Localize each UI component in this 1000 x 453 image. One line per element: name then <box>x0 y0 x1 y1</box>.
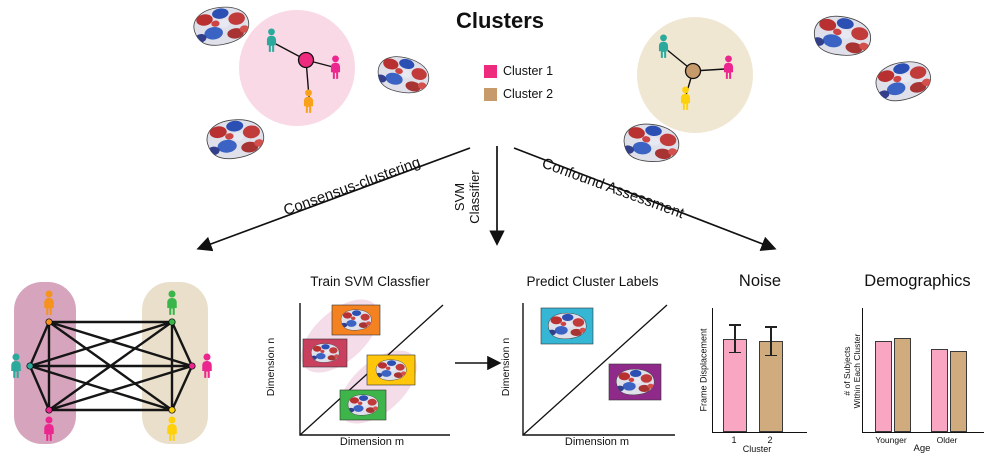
demographics-xlabel: Age <box>913 443 931 453</box>
legend-item-cluster1: Cluster 1 <box>484 64 553 78</box>
demographics-ylabel: # of Subjects Within Each Cluster <box>842 316 862 426</box>
predict-xlabel: Dimension m <box>564 436 630 448</box>
predict-title: Predict Cluster Labels <box>526 274 659 289</box>
demo-bar-younger-cluster2 <box>894 338 911 432</box>
branch-arrows <box>196 146 777 252</box>
brain-image <box>374 52 433 98</box>
train-ylabel: Dimension n <box>265 337 277 397</box>
brain-image <box>348 395 379 416</box>
brain-image <box>311 344 339 363</box>
legend-label-cluster2: Cluster 2 <box>503 87 554 101</box>
cluster2-centroid-dot <box>684 62 702 80</box>
noise-errorbar-cluster1 <box>730 324 739 353</box>
svm-label-line2: Classifier <box>467 170 482 224</box>
demographics-ylabel-line2: Within Each Cluster <box>852 333 862 409</box>
noise-bar-cluster1 <box>723 339 747 432</box>
noise-tick-1: 1 <box>731 435 737 445</box>
demo-tick-younger: Younger <box>875 435 907 445</box>
demographics-plot-area <box>862 308 984 433</box>
svm-label-line1: SVM <box>452 182 467 212</box>
noise-title: Noise <box>738 272 782 290</box>
figure-title: Clusters <box>455 8 545 33</box>
demo-bar-older-cluster2 <box>950 351 967 432</box>
predict-plot <box>522 303 675 436</box>
predict-decision-boundary <box>522 304 668 436</box>
cluster-legend: Cluster 1 Cluster 2 <box>484 64 553 110</box>
noise-xlabel: Cluster <box>742 444 772 453</box>
brain-image <box>376 360 407 381</box>
legend-item-cluster2: Cluster 2 <box>484 87 553 101</box>
train-to-predict-arrow <box>455 355 502 371</box>
network-nodes <box>26 318 196 414</box>
noise-ylabel: Frame Displacement <box>698 328 709 412</box>
brain-image <box>811 12 874 60</box>
predict-ylabel: Dimension n <box>500 337 512 397</box>
train-svm-plot <box>299 299 450 436</box>
demo-tick-older: Older <box>936 435 958 445</box>
consensus-network-graphic <box>11 282 212 444</box>
noise-errorbar-cluster2 <box>766 326 775 356</box>
svm-classifier-label: SVM Classifier <box>452 152 484 242</box>
cluster1-graphic <box>175 0 445 175</box>
train-xlabel: Dimension m <box>339 436 405 448</box>
demo-bar-younger-cluster1 <box>875 341 892 432</box>
brain-image <box>341 310 372 331</box>
brain-image <box>191 4 251 49</box>
noise-bar-cluster2 <box>759 341 783 432</box>
demo-bar-older-cluster1 <box>931 349 948 432</box>
noise-tick-2: 2 <box>767 435 773 445</box>
cluster2-graphic <box>600 5 945 175</box>
cluster1-swatch <box>484 64 497 78</box>
demographics-title: Demographics <box>864 272 971 290</box>
network-edges <box>28 320 194 412</box>
cluster2-swatch <box>484 87 497 101</box>
demographics-ylabel-line1: # of Subjects <box>842 346 852 396</box>
arrow-confound-assessment <box>513 147 777 252</box>
brain-image <box>872 57 934 105</box>
arrow-consensus-clustering <box>196 147 471 252</box>
legend-label-cluster1: Cluster 1 <box>503 64 554 78</box>
brain-image <box>548 313 586 339</box>
brain-image <box>616 369 654 395</box>
train-svm-title: Train SVM Classfier <box>310 274 430 289</box>
cluster1-centroid-dot <box>297 51 315 69</box>
noise-plot-area <box>712 308 807 433</box>
